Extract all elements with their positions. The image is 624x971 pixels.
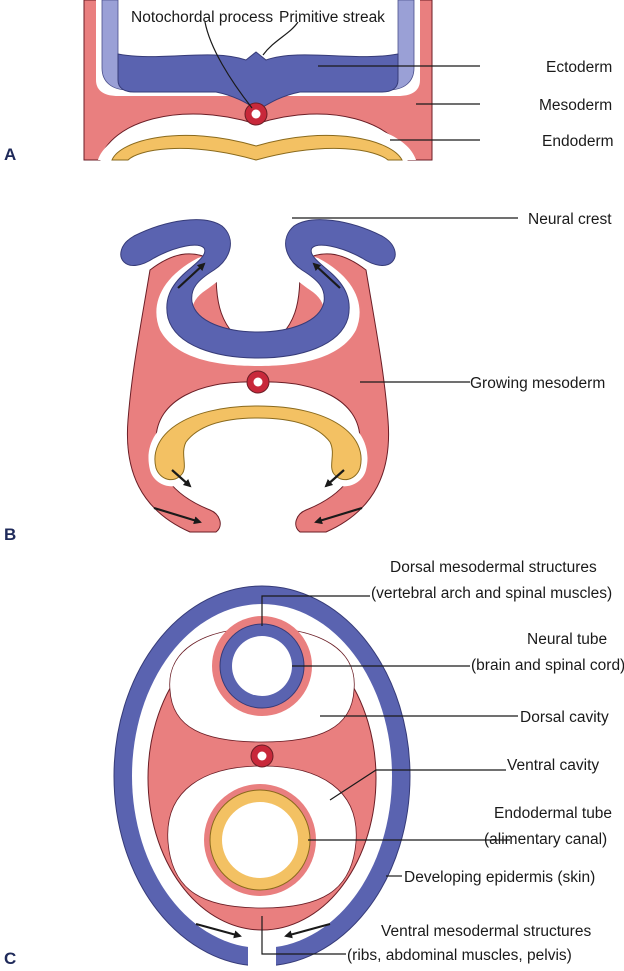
label-growing-mesoderm: Growing mesoderm <box>470 375 605 392</box>
label-mesoderm: Mesoderm <box>539 97 612 114</box>
label-dorsal-mesodermal-structures: Dorsal mesodermal structures <box>390 559 597 576</box>
label-endodermal-tube-detail: (alimentary canal) <box>484 831 607 848</box>
label-developing-epidermis: Developing epidermis (skin) <box>404 869 595 886</box>
panel-b-diagram: Neural crest Growing mesoderm B <box>4 211 612 544</box>
panel-label-b: B <box>4 525 16 544</box>
label-endoderm: Endoderm <box>542 133 614 150</box>
label-notochordal-process: Notochordal process <box>131 9 273 26</box>
panel-label-c: C <box>4 949 16 968</box>
label-neural-tube-detail: (brain and spinal cord) <box>471 657 624 674</box>
label-ventral-mesodermal-structures: Ventral mesodermal structures <box>381 923 591 940</box>
panel-a-diagram: Notochordal process Primitive streak Ect… <box>4 0 614 164</box>
label-endodermal-tube: Endodermal tube <box>494 805 612 822</box>
label-ventral-cavity: Ventral cavity <box>507 757 599 774</box>
label-ectoderm: Ectoderm <box>546 59 612 76</box>
label-primitive-streak: Primitive streak <box>279 9 385 26</box>
label-dorsal-mesodermal-detail: (vertebral arch and spinal muscles) <box>371 585 612 602</box>
label-neural-tube: Neural tube <box>527 631 607 648</box>
panel-c-diagram: Dorsal mesodermal structures (vertebral … <box>4 559 624 971</box>
panel-label-a: A <box>4 145 16 164</box>
label-dorsal-cavity: Dorsal cavity <box>520 709 609 726</box>
label-neural-crest: Neural crest <box>528 211 612 228</box>
label-ventral-mesodermal-detail: (ribs, abdominal muscles, pelvis) <box>347 947 572 964</box>
